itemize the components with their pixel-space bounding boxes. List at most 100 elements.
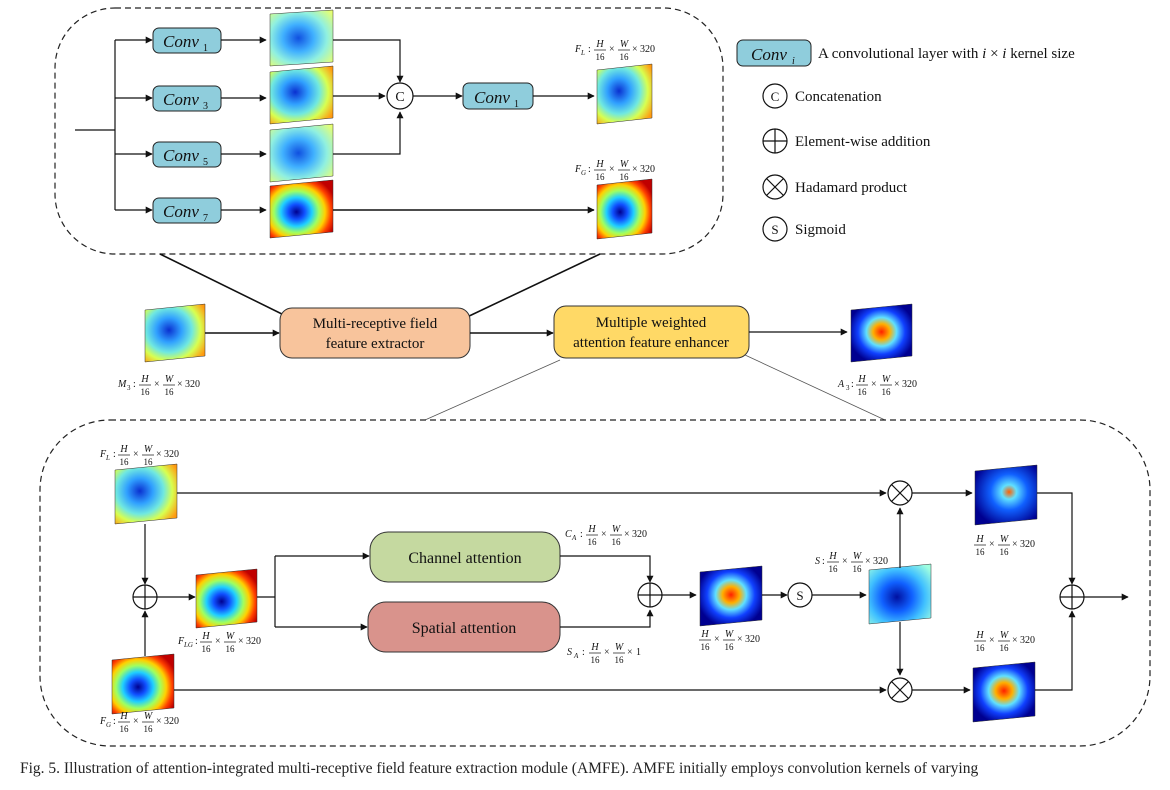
- zoom-line-lower-right: [744, 354, 886, 421]
- svg-text:16: 16: [165, 387, 175, 397]
- figure-caption: Fig. 5. Illustration of attention-integr…: [20, 760, 979, 777]
- svg-text:×: ×: [1012, 635, 1018, 646]
- svg-text:L: L: [105, 454, 110, 462]
- svg-text:×: ×: [133, 716, 139, 727]
- svg-text:×: ×: [624, 529, 630, 540]
- svg-text:7: 7: [203, 213, 208, 224]
- svg-text:feature extractor: feature extractor: [326, 336, 425, 352]
- svg-text:16: 16: [620, 52, 630, 62]
- svg-text:×: ×: [215, 636, 221, 647]
- svg-text:×: ×: [609, 164, 615, 175]
- svg-text:320: 320: [1020, 635, 1035, 646]
- svg-text:H: H: [700, 629, 709, 640]
- svg-text:Concatenation: Concatenation: [795, 89, 882, 105]
- svg-text:H: H: [590, 642, 599, 653]
- svg-text:16: 16: [141, 387, 151, 397]
- svg-text:H: H: [857, 374, 866, 385]
- svg-text:F: F: [99, 449, 107, 460]
- svg-text:16: 16: [612, 537, 622, 547]
- svg-text:×: ×: [714, 634, 720, 645]
- extractor-detail-container: [54, 7, 724, 255]
- output-a3-feature-map: [850, 303, 913, 363]
- svg-text:C: C: [771, 89, 780, 104]
- svg-text:Conv: Conv: [163, 90, 199, 109]
- svg-text:1: 1: [636, 647, 641, 658]
- svg-text:A: A: [571, 534, 577, 542]
- svg-text:16: 16: [1000, 643, 1010, 653]
- sum-dim-label: H 16 × W 16 × 320: [699, 629, 760, 652]
- svg-text:320: 320: [873, 556, 888, 567]
- svg-text:×: ×: [156, 716, 162, 727]
- svg-text:W: W: [620, 159, 630, 170]
- svg-text:S: S: [567, 647, 572, 658]
- svg-text:×: ×: [154, 379, 160, 390]
- svg-text::: :: [588, 44, 591, 55]
- svg-text:×: ×: [604, 647, 610, 658]
- fg-dim-label: F G : H 16 × W 16 × 320: [99, 711, 179, 734]
- zoom-line-lower-left: [424, 359, 561, 421]
- hadamard-node-bottom: [887, 677, 913, 703]
- fl-feature-map: [596, 63, 653, 125]
- svg-text:×: ×: [632, 44, 638, 55]
- add-node-final: [1059, 584, 1085, 610]
- svg-text:Multiple weighted: Multiple weighted: [596, 315, 707, 331]
- weighted-fl-feature-map: [974, 464, 1038, 526]
- add-node-fusion: [132, 584, 158, 610]
- svg-text:1: 1: [203, 43, 208, 54]
- svg-text:W: W: [853, 551, 863, 562]
- sa-dim-label: S A : H 16 × W 16 × 1: [567, 642, 641, 665]
- fl-dim-label-top: F L : H 16 × W 16 × 320: [574, 39, 655, 62]
- svg-text:16: 16: [596, 52, 606, 62]
- svg-text::: :: [582, 647, 585, 658]
- svg-text:16: 16: [701, 642, 711, 652]
- svg-text:S: S: [796, 588, 803, 603]
- svg-text:G: G: [106, 721, 111, 729]
- svg-text:A convolutional layer with i ×: A convolutional layer with i × i kernel …: [818, 46, 1075, 62]
- svg-text:×: ×: [238, 636, 244, 647]
- extractor-box: Multi-receptive field feature extractor: [279, 307, 471, 359]
- svg-text:A: A: [573, 652, 579, 660]
- svg-text:16: 16: [976, 547, 986, 557]
- svg-text:320: 320: [164, 449, 179, 460]
- legend-concat: C Concatenation: [762, 83, 882, 109]
- spatial-attention-box: Spatial attention: [367, 601, 561, 653]
- m3-dim-label: M 3 : H 16 × W 16 × 320: [117, 374, 200, 397]
- svg-text:×: ×: [632, 164, 638, 175]
- svg-text:×: ×: [177, 379, 183, 390]
- svg-text:Conv: Conv: [163, 32, 199, 51]
- svg-text:W: W: [882, 374, 892, 385]
- svg-text:Hadamard product: Hadamard product: [795, 180, 908, 196]
- enhancer-detail-container: [39, 419, 1151, 747]
- svg-text::: :: [822, 556, 825, 567]
- svg-text:H: H: [119, 711, 128, 722]
- svg-text:×: ×: [865, 556, 871, 567]
- weighted-fg-dim-label: H 16 × W 16 × 320: [974, 630, 1035, 653]
- svg-text:Conv: Conv: [474, 88, 510, 107]
- svg-text:×: ×: [1012, 539, 1018, 550]
- svg-text:H: H: [975, 630, 984, 641]
- svg-text:W: W: [1000, 534, 1010, 545]
- svg-text:F: F: [177, 636, 185, 647]
- svg-text:W: W: [725, 629, 735, 640]
- concat-node: C: [386, 82, 414, 110]
- svg-text:×: ×: [133, 449, 139, 460]
- svg-text:16: 16: [596, 172, 606, 182]
- enh-fg-feature-map: [111, 653, 175, 715]
- conv7-box: Conv 7: [152, 197, 222, 224]
- svg-text:G: G: [581, 169, 586, 177]
- svg-text:×: ×: [601, 529, 607, 540]
- svg-text:Conv: Conv: [751, 45, 787, 64]
- svg-text:320: 320: [164, 716, 179, 727]
- svg-text:S: S: [815, 556, 820, 567]
- s-feature-map: [868, 563, 932, 625]
- conv3-box: Conv 3: [152, 85, 222, 112]
- svg-text:16: 16: [725, 642, 735, 652]
- svg-text:F: F: [99, 716, 107, 727]
- svg-text:W: W: [620, 39, 630, 50]
- svg-text:H: H: [119, 444, 128, 455]
- svg-text:320: 320: [632, 529, 647, 540]
- svg-text:H: H: [828, 551, 837, 562]
- svg-text:16: 16: [620, 172, 630, 182]
- svg-text:Element-wise addition: Element-wise addition: [795, 134, 931, 150]
